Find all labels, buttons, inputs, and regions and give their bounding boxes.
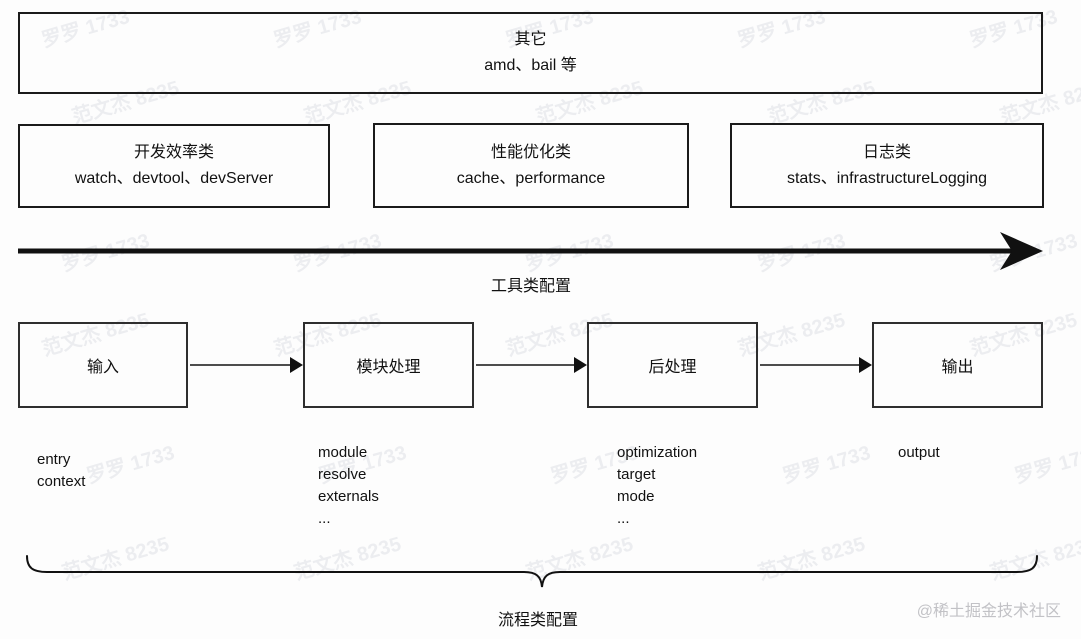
logging-box: 日志类 stats、infrastructureLogging	[730, 123, 1044, 208]
flow-node-input: 输入	[18, 322, 188, 408]
watermark-text: 范文杰 8235	[523, 533, 636, 585]
flow-node-output: 输出	[872, 322, 1043, 408]
input-props-list: entry context	[37, 449, 85, 493]
community-credit-watermark: @稀土掘金技术社区	[916, 603, 1061, 620]
flow-node-post-label: 后处理	[648, 359, 697, 376]
logging-title: 日志类	[862, 143, 911, 161]
performance-subtitle: cache、performance	[456, 169, 606, 187]
dev-efficiency-title: 开发效率类	[133, 144, 214, 161]
flow-axis-label: 流程类配置	[497, 612, 578, 629]
prop-line: module	[318, 444, 368, 461]
other-category-box: 其它 amd、bail 等	[18, 12, 1043, 94]
prop-line: optimization	[617, 444, 698, 461]
watermark-text: 罗罗 1733	[291, 229, 385, 276]
watermark-text: 罗罗 1733	[755, 229, 849, 276]
prop-line: context	[37, 473, 86, 490]
performance-box: 性能优化类 cache、performance	[373, 123, 689, 208]
other-box-subtitle: amd、bail 等	[484, 57, 577, 74]
performance-title: 性能优化类	[490, 143, 571, 161]
watermark-text: 范文杰 8235	[59, 533, 172, 585]
prop-line: ...	[617, 510, 630, 527]
prop-line: resolve	[318, 466, 367, 483]
watermark-text: 罗罗 1733	[1012, 441, 1081, 488]
flow-connector-input-module	[190, 357, 303, 373]
tool-axis-label: 工具类配置	[490, 278, 571, 295]
tool-axis-arrow	[18, 232, 1043, 270]
flow-node-input-label: 输入	[86, 359, 119, 376]
watermark-text: 范文杰 8235	[291, 533, 404, 585]
prop-line: output	[898, 444, 940, 461]
watermark-text: 范文杰 8235	[755, 533, 868, 585]
prop-line: entry	[37, 451, 71, 468]
watermark-text: 罗罗 1733	[84, 441, 178, 488]
watermark-text: 罗罗 1733	[59, 229, 153, 276]
other-box-title: 其它	[514, 31, 547, 48]
prop-line: externals	[318, 488, 379, 505]
prop-line: ...	[318, 510, 331, 527]
flow-node-output-label: 输出	[941, 359, 974, 376]
dev-efficiency-subtitle: watch、devtool、devServer	[74, 170, 274, 187]
watermark-text: 罗罗 1733	[780, 441, 874, 488]
logging-subtitle: stats、infrastructureLogging	[786, 169, 988, 187]
module-props-list: module resolve externals ...	[318, 442, 379, 530]
flow-connector-post-output	[760, 357, 872, 373]
post-props-list: optimization target mode ...	[617, 442, 697, 530]
flow-node-module: 模块处理	[303, 322, 474, 408]
watermark-text: 罗罗 1733	[523, 229, 617, 276]
dev-efficiency-box: 开发效率类 watch、devtool、devServer	[18, 124, 330, 208]
watermark-text: 罗罗 1733	[987, 229, 1081, 276]
prop-line: mode	[617, 488, 655, 505]
flow-node-post: 后处理	[587, 322, 758, 408]
watermark-text: 范文杰 8235	[987, 533, 1081, 585]
output-props-list: output	[898, 442, 940, 464]
prop-line: target	[617, 466, 656, 483]
flow-brace	[26, 555, 1038, 588]
flow-connector-module-post	[476, 357, 587, 373]
flow-node-module-label: 模块处理	[356, 359, 421, 376]
